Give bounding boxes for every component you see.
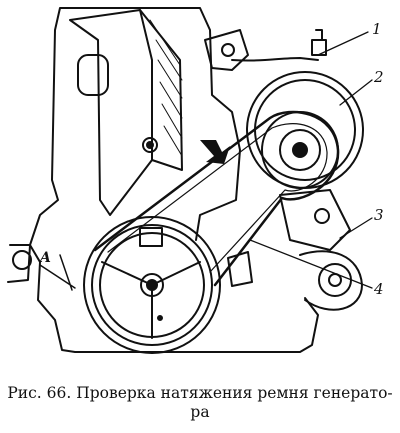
cover-recess	[77, 54, 109, 96]
cover-bolt-2	[146, 141, 154, 149]
pump-housing	[299, 250, 363, 311]
crank-pulley-outer	[83, 216, 221, 354]
leader-3	[339, 217, 373, 239]
callout-4: 4	[373, 280, 384, 298]
generator-mount	[279, 189, 351, 251]
generator-mount-bolt	[314, 208, 330, 224]
side-bracket	[7, 244, 31, 283]
deflection-pointer	[39, 254, 76, 291]
side-bolt	[12, 250, 32, 270]
drive-belt	[93, 110, 340, 287]
generator-pulley-inner	[279, 129, 321, 171]
cover-hatching	[149, 19, 183, 157]
tensioner-bolt	[221, 43, 235, 57]
drive-belt-inner	[107, 123, 328, 273]
cover-bolt-1	[142, 137, 158, 153]
leader-4	[249, 239, 373, 289]
generator-top-bolt	[311, 29, 327, 56]
adjusting-bar	[231, 57, 319, 62]
crank-pulley-rim	[91, 224, 213, 346]
timing-cover-panel	[69, 9, 153, 216]
leader-2	[339, 79, 373, 106]
crank-key	[139, 227, 163, 247]
leader-1	[317, 31, 369, 56]
press-arrow-icon	[200, 140, 230, 164]
tensioner-bracket	[204, 29, 249, 71]
deflection-label: A	[38, 250, 51, 266]
generator-pulley-hub	[292, 142, 308, 158]
caption-line-2: ра	[190, 403, 210, 421]
crank-hub	[140, 273, 164, 297]
crank-pulley-spokes	[101, 261, 201, 339]
crank-bolt	[146, 279, 158, 291]
pump-pulley-hub	[328, 273, 342, 287]
figure-caption: Рис. 66. Проверка натяжения ремня генера…	[0, 384, 400, 422]
engine-belt-diagram: 1 2 3 4 A	[7, 7, 384, 354]
idler-detail	[227, 251, 253, 287]
crank-dot	[157, 315, 163, 321]
callout-1: 1	[372, 20, 382, 38]
caption-line-1: Рис. 66. Проверка натяжения ремня генера…	[7, 384, 393, 402]
callout-2: 2	[373, 68, 384, 86]
callout-3: 3	[374, 206, 384, 224]
